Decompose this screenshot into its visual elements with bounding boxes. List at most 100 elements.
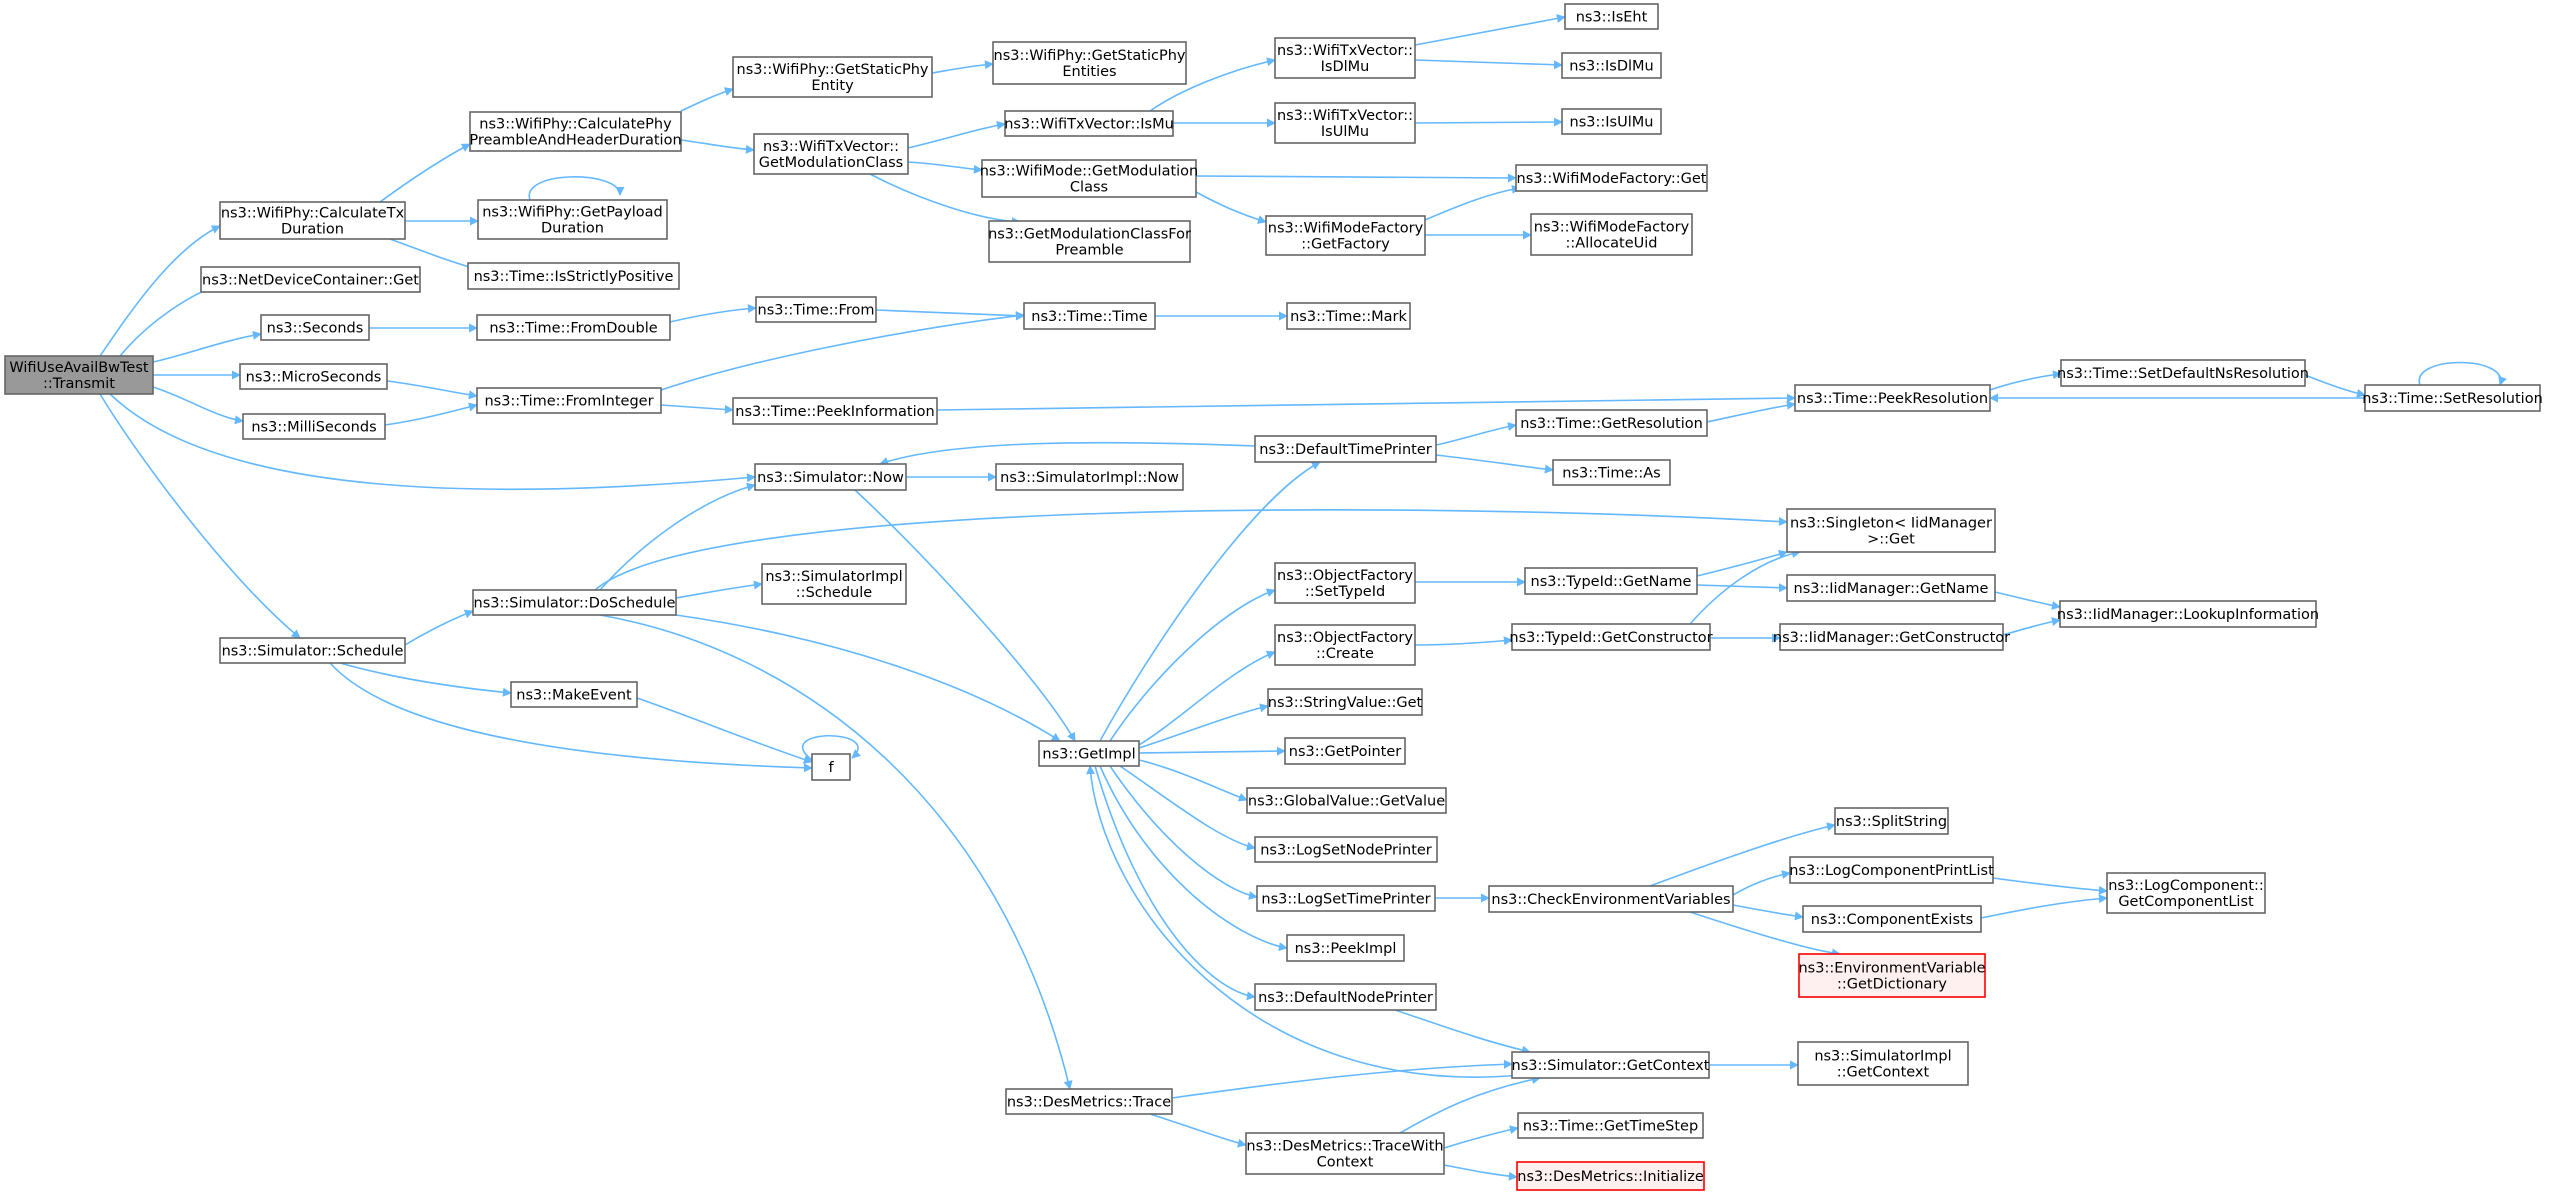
node-implsched[interactable]: ns3::SimulatorImpl::Schedule [761, 563, 907, 605]
node-deftimepr[interactable]: ns3::DefaultTimePrinter [1254, 435, 1437, 463]
node-label: ns3::Time::PeekResolution [1797, 391, 1988, 407]
node-checkenv[interactable]: ns3::CheckEnvironmentVariables [1488, 885, 1734, 913]
node-envvardict[interactable]: ns3::EnvironmentVariable::GetDictionary [1798, 953, 1986, 998]
node-splitstr[interactable]: ns3::SplitString [1834, 807, 1949, 835]
node-typegetcons[interactable]: ns3::TypeId::GetConstructor [1509, 623, 1713, 651]
edge-getimpl-strvalget [1138, 703, 1269, 749]
node-ismu[interactable]: ns3::WifiTxVector::IsMu [1004, 110, 1174, 137]
node-fromint[interactable]: ns3::Time::FromInteger [476, 387, 662, 414]
node-implgetctx[interactable]: ns3::SimulatorImpl::GetContext [1797, 1041, 1969, 1086]
node-label: ::GetContext [1837, 1065, 1930, 1081]
node-f[interactable]: f [811, 753, 851, 781]
node-logtimepr[interactable]: ns3::LogSetTimePrinter [1256, 885, 1436, 912]
node-desinit[interactable]: ns3::DesMetrics::Initialize [1516, 1161, 1705, 1191]
node-micro[interactable]: ns3::MicroSeconds [239, 363, 388, 390]
node-strvalget[interactable]: ns3::StringValue::Get [1267, 688, 1423, 716]
node-milli[interactable]: ns3::MilliSeconds [242, 413, 386, 440]
node-getmodcls[interactable]: ns3::WifiTxVector::GetModulationClass [753, 133, 909, 175]
node-singleton[interactable]: ns3::Singleton< IidManager>::Get [1786, 508, 1996, 553]
node-box [2364, 384, 2541, 412]
node-root[interactable]: WifiUseAvailBwTest::Transmit [4, 355, 154, 395]
node-peekinfo[interactable]: ns3::Time::PeekInformation [732, 397, 938, 425]
edge-iidgetname-iidlookup [1994, 591, 2061, 610]
node-simgetctx[interactable]: ns3::Simulator::GetContext [1511, 1051, 1710, 1079]
node-fromdouble[interactable]: ns3::Time::FromDouble [476, 314, 671, 341]
node-destrace[interactable]: ns3::DesMetrics::Trace [1005, 1088, 1173, 1115]
node-implnow[interactable]: ns3::SimulatorImpl::Now [995, 463, 1184, 491]
node-getres[interactable]: ns3::Time::GetResolution [1515, 409, 1708, 437]
node-compexists[interactable]: ns3::ComponentExists [1802, 905, 1982, 933]
node-logcomppl[interactable]: ns3::LogComponentPrintList [1789, 856, 1994, 884]
node-box [510, 681, 638, 708]
node-schedule[interactable]: ns3::Simulator::Schedule [219, 637, 406, 664]
node-makeevent[interactable]: ns3::MakeEvent [510, 681, 638, 708]
node-label: ns3::Time::From [758, 303, 875, 319]
node-defnodepr[interactable]: ns3::DefaultNodePrinter [1254, 983, 1437, 1011]
node-label: ns3::WifiPhy::GetStaticPhy [994, 48, 1186, 64]
node-dosched[interactable]: ns3::Simulator::DoSchedule [472, 589, 677, 616]
node-box [732, 56, 933, 98]
node-isulmu[interactable]: ns3::WifiTxVector::IsUlMu [1274, 102, 1416, 144]
node-label: ns3::IidManager::LookupInformation [2057, 607, 2319, 623]
node-label: Context [1317, 1155, 1374, 1171]
node-timefrom[interactable]: ns3::Time::From [755, 296, 877, 323]
node-simnow[interactable]: ns3::Simulator::Now [754, 463, 907, 491]
node-ofcreate[interactable]: ns3::ObjectFactory::Create [1274, 624, 1416, 666]
node-box [2059, 600, 2317, 628]
node-box [1286, 934, 1405, 962]
node-box [753, 133, 909, 175]
node-isdlmu[interactable]: ns3::WifiTxVector::IsDlMu [1274, 37, 1416, 79]
node-logcompgl[interactable]: ns3::LogComponent::GetComponentList [2106, 872, 2266, 914]
node-peekres[interactable]: ns3::Time::PeekResolution [1794, 384, 1991, 412]
node-iseht[interactable]: ns3::IsEht [1564, 3, 1659, 30]
node-modefacget[interactable]: ns3::WifiModeFactory::Get [1515, 164, 1708, 192]
node-strict[interactable]: ns3::Time::IsStrictlyPositive [467, 262, 680, 290]
node-ndcget[interactable]: ns3::NetDeviceContainer::Get [200, 266, 421, 293]
edge-checkenv-envvardict [1689, 911, 1841, 958]
node-typegetname[interactable]: ns3::TypeId::GetName [1524, 567, 1698, 595]
node-box [732, 397, 938, 425]
node-label: ns3::MilliSeconds [251, 420, 376, 436]
node-iidlookup[interactable]: ns3::IidManager::LookupInformation [2057, 600, 2319, 628]
node-isulmu2[interactable]: ns3::IsUlMu [1561, 108, 1662, 135]
node-timemark[interactable]: ns3::Time::Mark [1286, 302, 1411, 330]
node-peekimpl[interactable]: ns3::PeekImpl [1286, 934, 1405, 962]
node-getptr[interactable]: ns3::GetPointer [1284, 737, 1406, 765]
node-label: ns3::Time::As [1562, 466, 1660, 482]
node-calcpre[interactable]: ns3::WifiPhy::CalculatePhyPreambleAndHea… [469, 111, 682, 152]
edge-staticent-staticents [931, 60, 994, 74]
node-label: ns3::MicroSeconds [246, 370, 382, 386]
node-getimpl[interactable]: ns3::GetImpl [1038, 740, 1140, 767]
edge-calcpre-getmodcls [680, 139, 755, 154]
node-box [476, 387, 662, 414]
node-label: ::GetFactory [1301, 237, 1390, 253]
node-lognodepr[interactable]: ns3::LogSetNodePrinter [1254, 836, 1438, 863]
edge-checkenv-splitstr [1649, 822, 1836, 887]
node-seconds[interactable]: ns3::Seconds [260, 314, 370, 341]
node-timeas[interactable]: ns3::Time::As [1552, 459, 1671, 486]
edge-schedule-f [329, 662, 813, 773]
node-modegetmod[interactable]: ns3::WifiMode::GetModulationClass [980, 159, 1199, 198]
node-getstep[interactable]: ns3::Time::GetTimeStep [1517, 1112, 1704, 1139]
node-setres[interactable]: ns3::Time::SetResolution [2362, 384, 2543, 412]
node-box [219, 637, 406, 664]
node-isdlmu2[interactable]: ns3::IsDlMu [1561, 52, 1662, 79]
node-modefacgetf[interactable]: ns3::WifiModeFactory::GetFactory [1265, 215, 1426, 256]
node-setdefns[interactable]: ns3::Time::SetDefaultNsResolution [2057, 359, 2309, 387]
node-gvgetval[interactable]: ns3::GlobalValue::GetValue [1246, 787, 1447, 814]
node-label: ns3::Time::SetDefaultNsResolution [2057, 366, 2309, 382]
node-ofsettype[interactable]: ns3::ObjectFactory::SetTypeId [1274, 562, 1416, 604]
node-allocuid[interactable]: ns3::WifiModeFactory::AllocateUid [1530, 213, 1693, 256]
node-iidgetcons[interactable]: ns3::IidManager::GetConstructor [1773, 623, 2010, 651]
node-iidgetname[interactable]: ns3::IidManager::GetName [1786, 574, 1996, 602]
edge-isdlmu-isdlmu2 [1414, 59, 1563, 70]
edge-getimpl-getptr [1138, 746, 1286, 756]
node-timetime[interactable]: ns3::Time::Time [1023, 302, 1156, 330]
